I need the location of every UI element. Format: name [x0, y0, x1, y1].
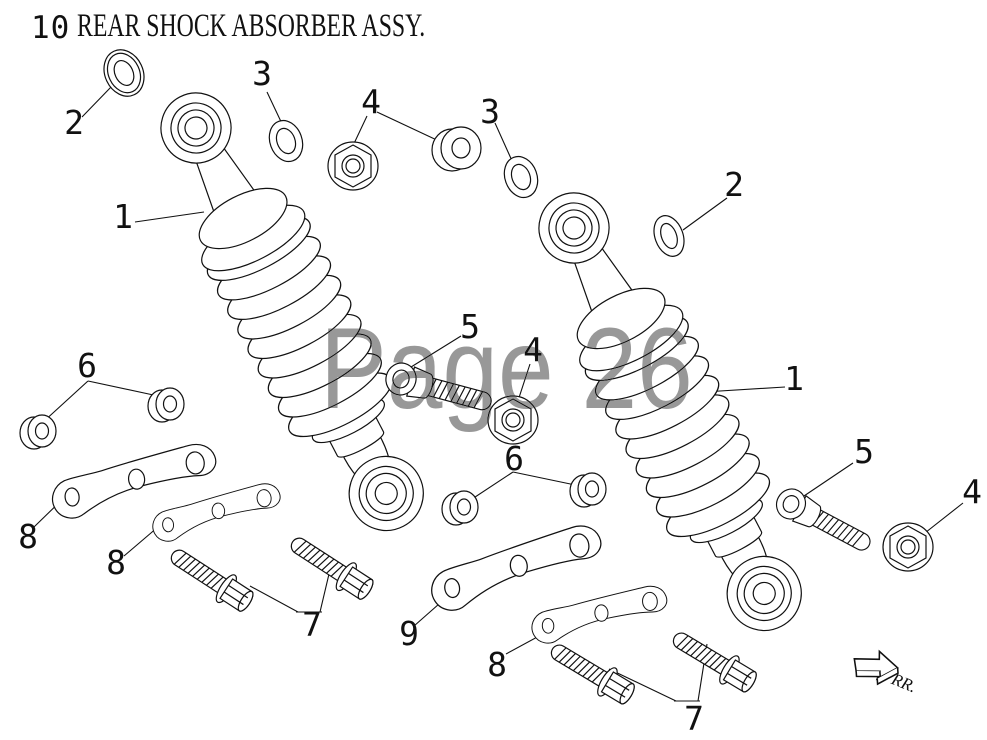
- callout-3-left: 3: [252, 54, 272, 93]
- flange-bolt-part-7-a: [163, 539, 259, 618]
- socket-bolt-part-5-middle: [381, 359, 496, 420]
- callout-1-right: 1: [784, 359, 804, 398]
- flange-nut-part-4-middle: [487, 395, 539, 445]
- o-ring-part-2-right: [648, 210, 690, 262]
- flange-bolt-part-7-c: [543, 634, 640, 711]
- washer-part-3-right: [498, 151, 544, 203]
- callout-7-left: 7: [302, 605, 322, 644]
- bracket-part-9-middle: [424, 522, 609, 614]
- spacer-part-6-middle-a: [441, 490, 479, 526]
- figure-number: 10: [31, 10, 71, 46]
- spacer-part-6-left-b: [147, 387, 185, 423]
- callout-4-right: 4: [962, 472, 982, 511]
- bracket-part-8-left-lower: [149, 481, 285, 544]
- callout-9-middle: 9: [399, 614, 419, 653]
- callout-2-top-left: 2: [64, 103, 84, 142]
- flange-nut-part-4-right: [882, 522, 934, 572]
- callout-6-middle: 6: [504, 439, 524, 478]
- page-title: REAR SHOCK ABSORBER ASSY.: [77, 8, 426, 44]
- callout-8-left-upper: 8: [18, 517, 38, 556]
- callout-3-right: 3: [480, 92, 500, 131]
- callout-7-middle: 7: [684, 699, 704, 738]
- flange-bolt-part-7-d: [665, 622, 762, 699]
- callout-1-left: 1: [113, 197, 133, 236]
- callout-leader-lines: [33, 85, 964, 702]
- callout-8-left-lower: 8: [106, 543, 126, 582]
- flange-bolt-part-7-b: [283, 527, 379, 606]
- bracket-part-8-middle: [529, 584, 670, 645]
- spacer-part-6-left-a: [19, 414, 57, 450]
- callout-5-right: 5: [854, 432, 874, 471]
- washer-part-3-left: [263, 115, 309, 167]
- callout-4-top: 4: [361, 82, 381, 121]
- callout-2-right: 2: [724, 165, 744, 204]
- callout-6-left: 6: [77, 346, 97, 385]
- flange-nut-part-4-top: [327, 141, 379, 191]
- callout-4-middle: 4: [523, 330, 543, 369]
- callout-5-middle: 5: [460, 307, 480, 346]
- socket-bolt-part-5-right: [770, 483, 877, 560]
- spacer-part-6-middle-b: [569, 472, 607, 508]
- bushing-part-4-top: [431, 126, 482, 172]
- callout-8-middle: 8: [487, 645, 507, 684]
